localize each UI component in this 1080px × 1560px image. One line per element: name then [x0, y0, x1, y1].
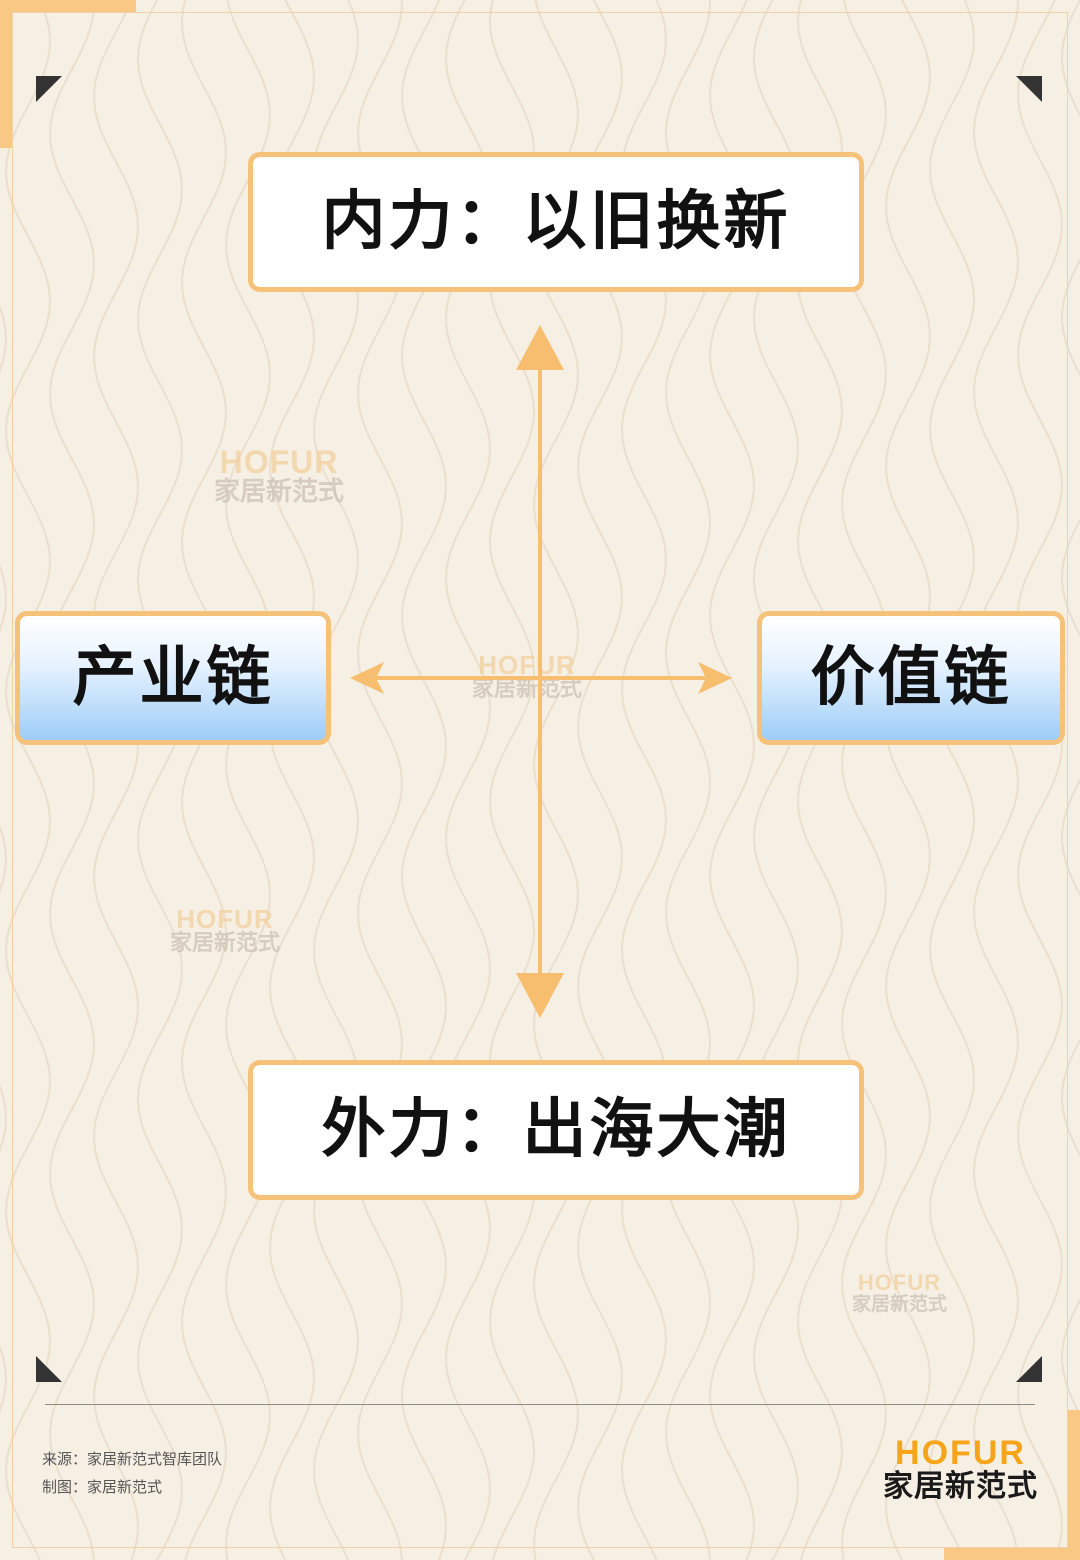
arrow-right-icon — [698, 662, 732, 694]
background-wave-line — [136, 0, 184, 1560]
brand-logo-cn: 家居新范式 — [883, 1469, 1038, 1504]
brand-logo-en: HOFUR — [895, 1434, 1026, 1472]
frame-left-accent — [0, 0, 12, 148]
right-node-label: 价值链 — [810, 641, 1012, 715]
background-wave-line — [49, 0, 95, 1560]
brand-logo: HOFUR 家居新范式 — [883, 1436, 1038, 1503]
source-credit: 来源：家居新范式智库团队 — [42, 1450, 223, 1468]
background-wave-line — [225, 0, 271, 1560]
top-node-box: 内力：以旧换新 — [248, 152, 864, 292]
right-node-box: 价值链 — [757, 611, 1065, 745]
left-node-label: 产业链 — [72, 641, 274, 715]
background-wave-line — [93, 0, 139, 1560]
frame-bottom-accent — [944, 1548, 1080, 1560]
background-wave-line — [180, 0, 228, 1560]
arrow-down-icon — [516, 973, 564, 1018]
background-wave-line — [1060, 0, 1080, 1560]
top-node-label: 内力：以旧换新 — [321, 185, 791, 259]
watermark-en: HOFUR — [857, 1270, 942, 1295]
left-node-box: 产业链 — [15, 611, 331, 745]
background-wave-line — [4, 0, 52, 1560]
watermark-cn: 家居新范式 — [852, 1293, 948, 1315]
watermark-cn: 家居新范式 — [472, 677, 583, 702]
background-wave-line — [1017, 0, 1063, 1560]
bottom-node-box: 外力：出海大潮 — [248, 1060, 864, 1200]
watermark-en: HOFUR — [176, 904, 274, 934]
watermark-cn: 家居新范式 — [214, 477, 345, 507]
background-wave-line — [928, 0, 976, 1560]
watermark: HOFUR 家居新范式 — [214, 446, 344, 507]
corner-bottom-left-icon — [36, 1356, 62, 1382]
watermark: HOFUR 家居新范式 — [852, 1272, 947, 1315]
watermark-en: HOFUR — [219, 444, 339, 480]
footer-divider — [45, 1404, 1035, 1405]
corner-bottom-right-icon — [1016, 1356, 1042, 1382]
watermark: HOFUR 家居新范式 — [472, 652, 582, 702]
maker-credit: 制图：家居新范式 — [42, 1478, 163, 1496]
arrow-up-icon — [516, 325, 564, 370]
bottom-node-label: 外力：出海大潮 — [321, 1093, 791, 1167]
watermark: HOFUR 家居新范式 — [170, 906, 280, 956]
watermark-cn: 家居新范式 — [170, 931, 281, 956]
frame-thin-border — [12, 12, 1068, 1548]
background-wave-line — [885, 0, 931, 1560]
corner-top-left-icon — [36, 76, 62, 102]
frame-right-accent — [1068, 1410, 1080, 1560]
corner-top-right-icon — [1016, 76, 1042, 102]
watermark-en: HOFUR — [478, 650, 576, 680]
frame-top-accent — [0, 0, 136, 12]
background-wave-line — [972, 0, 1020, 1560]
arrow-left-icon — [350, 662, 384, 694]
